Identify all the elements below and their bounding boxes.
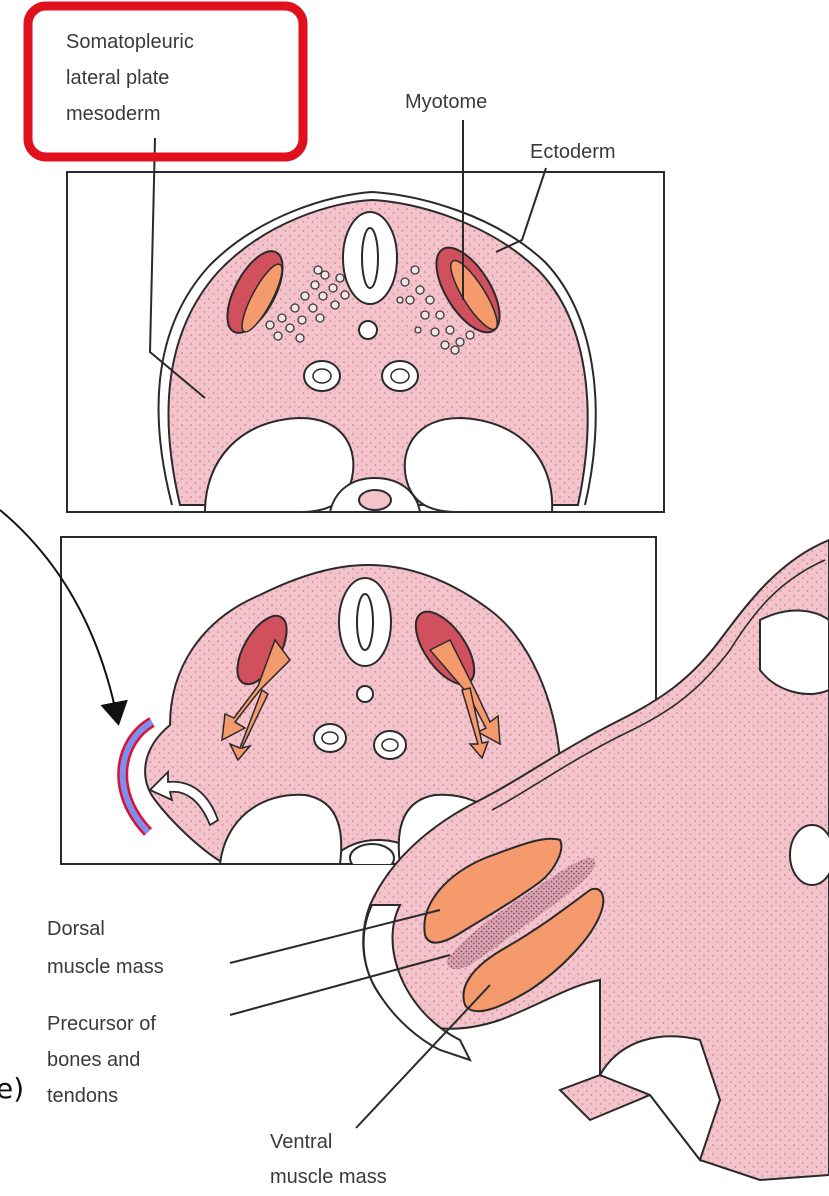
label-somatopleuric: Somatopleuric lateral plate mesoderm — [66, 31, 199, 125]
label-ventral-muscle-mass: Ventral muscle mass — [270, 1131, 387, 1188]
top-cross-section-panel — [67, 172, 664, 512]
cropped-left-text: e) — [0, 1072, 24, 1105]
middle-neural-tube — [339, 578, 391, 666]
label-precursor: Precursor of bones and tendons — [47, 1013, 162, 1107]
label-myotome: Myotome — [405, 91, 487, 113]
top-neural-tube — [343, 212, 397, 304]
label-dorsal-muscle-mass: Dorsal muscle mass — [47, 918, 164, 978]
label-ectoderm: Ectoderm — [530, 141, 616, 163]
